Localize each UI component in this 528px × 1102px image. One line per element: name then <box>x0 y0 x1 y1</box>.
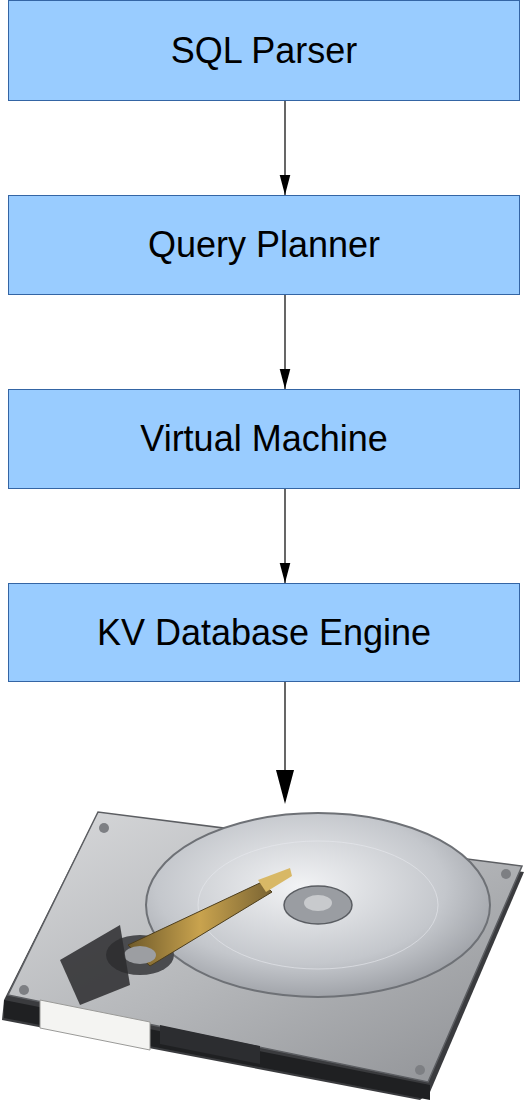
process-box: Virtual Machine <box>8 389 520 489</box>
flow-arrow <box>284 295 285 389</box>
process-box: KV Database Engine <box>8 583 520 682</box>
process-box: SQL Parser <box>8 0 520 101</box>
box-label: SQL Parser <box>171 30 358 71</box>
process-box: Query Planner <box>8 195 520 295</box>
disk-drawing <box>2 812 524 1100</box>
box-label: Virtual Machine <box>140 418 387 459</box>
flow-arrow <box>284 101 285 195</box>
box-label: Query Planner <box>148 224 380 265</box>
arrow-to-disk <box>276 682 294 804</box>
box-label: KV Database Engine <box>97 612 431 653</box>
flow-arrow <box>284 489 285 583</box>
